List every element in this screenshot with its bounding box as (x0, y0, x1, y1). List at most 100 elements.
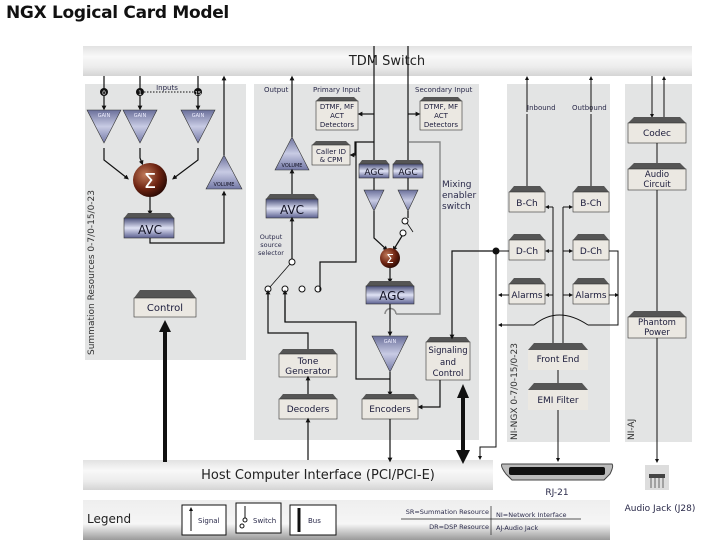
detectors-primary: DTMF, MF ACT Detectors (315, 97, 359, 131)
svg-text:Control: Control (433, 369, 464, 379)
svg-text:Signaling: Signaling (428, 346, 467, 356)
svg-text:Σ: Σ (386, 252, 394, 266)
svg-text:Σ: Σ (144, 169, 157, 193)
bch-outbound: B-Ch (572, 186, 610, 213)
svg-text:GAIN: GAIN (384, 339, 397, 345)
summation-side-label: Summation Resources 0-7/0-15/0-23 (87, 190, 97, 355)
legend-bar (83, 500, 610, 540)
output-label: Output (264, 86, 289, 94)
svg-text:source: source (260, 241, 282, 249)
summation-node: Σ (133, 163, 167, 197)
output-selector-switch (288, 258, 296, 266)
svg-text:Mixing: Mixing (442, 180, 472, 190)
control-block: Control (133, 290, 197, 318)
agc-primary: AGC (358, 160, 390, 179)
diagram-title: NGX Logical Card Model (6, 3, 229, 23)
mixing-switch-label: Mixing enabler switch (442, 180, 477, 212)
dsp-panel (254, 84, 479, 440)
avc-output-block: AVC (265, 194, 319, 219)
svg-text:Decoders: Decoders (287, 405, 330, 415)
emi-filter-block: EMI Filter (528, 383, 588, 410)
network-side-label: NI-NGX 0-7/0-15/0-23 (510, 343, 520, 440)
bch-inbound: B-Ch (508, 186, 546, 213)
rj21-label: RJ-21 (545, 488, 568, 498)
legend-signal: Signal (198, 517, 220, 525)
legend-sr: SR=Summation Resource (406, 508, 489, 516)
tdm-switch-bus (83, 46, 692, 76)
svg-text:ACT: ACT (434, 112, 449, 120)
volume-block: VOLUME (205, 154, 243, 190)
svg-text:DTMF, MF: DTMF, MF (320, 103, 354, 111)
svg-text:AGC: AGC (364, 168, 383, 178)
agc-mix-block: AGC (365, 281, 415, 305)
svg-text:D-Ch: D-Ch (516, 247, 538, 257)
svg-text:Alarms: Alarms (511, 291, 542, 301)
svg-text:Caller ID: Caller ID (316, 148, 346, 156)
input-1: 1 (138, 90, 142, 97)
svg-text:Output: Output (260, 233, 283, 241)
legend-ni: NI=Network Interface (496, 511, 567, 519)
host-interface-label: Host Computer Interface (PCI/PCI-E) (201, 468, 435, 483)
svg-text:enabler: enabler (442, 191, 477, 201)
inbound-label: Inbound (527, 104, 556, 112)
tone-generator-block: Tone Generator (278, 349, 338, 378)
legend-bus: Bus (308, 517, 321, 525)
audio-jack-connector (645, 465, 669, 490)
svg-text:Encoders: Encoders (369, 405, 411, 415)
svg-text:EMI Filter: EMI Filter (537, 396, 579, 406)
svg-text:Generator: Generator (285, 367, 331, 377)
svg-text:D-Ch: D-Ch (580, 247, 602, 257)
svg-text:AVC: AVC (280, 203, 304, 217)
dch-outbound: D-Ch (572, 234, 610, 261)
audio-panel (625, 84, 692, 442)
rj21-connector (501, 463, 614, 481)
svg-text:GAIN: GAIN (134, 113, 147, 119)
front-end-block: Front End (528, 343, 588, 370)
legend-title: Legend (87, 512, 131, 526)
svg-text:GAIN: GAIN (192, 113, 205, 119)
legend-dr: DR=DSP Resource (429, 523, 489, 531)
mixing-switch (401, 217, 409, 225)
gain-15: GAIN (180, 109, 216, 144)
svg-text:and: and (440, 358, 456, 368)
svg-text:B-Ch: B-Ch (516, 199, 537, 209)
detectors-secondary: DTMF, MF ACT Detectors (419, 97, 463, 131)
input-0: 0 (102, 90, 106, 97)
primary-input-label: Primary Input (313, 86, 361, 94)
svg-text:Detectors: Detectors (424, 121, 459, 129)
svg-text:Alarms: Alarms (575, 291, 606, 301)
svg-text:VOLUME: VOLUME (214, 182, 235, 188)
summation-dsp-node: Σ (380, 248, 400, 268)
svg-text:Circuit: Circuit (643, 180, 671, 190)
codec-block: Codec (627, 117, 687, 144)
svg-text:Front End: Front End (537, 355, 580, 365)
avc-block: AVC (123, 213, 175, 239)
svg-text:Power: Power (644, 328, 670, 338)
gain-encoder-block: GAIN (371, 335, 409, 373)
legend-aj: AJ-Audio Jack (496, 524, 538, 532)
tdm-switch-label: TDM Switch (348, 54, 425, 69)
svg-text:GAIN: GAIN (98, 113, 111, 119)
svg-text:Control: Control (147, 303, 183, 314)
output-selector-label: Output source selector (258, 233, 284, 257)
inputs-label: Inputs (156, 84, 178, 92)
svg-text:AVC: AVC (138, 223, 162, 237)
svg-text:Codec: Codec (643, 129, 671, 139)
svg-text:AGC: AGC (379, 289, 405, 303)
audio-circuit-block: Audio Circuit (627, 163, 687, 191)
svg-text:Tone: Tone (297, 357, 319, 367)
outbound-label: Outbound (572, 104, 607, 112)
gain-1: GAIN (122, 109, 158, 144)
decoders-block: Decoders (278, 394, 338, 420)
gain-primary (363, 189, 385, 212)
audio-jack-label: Audio Jack (J28) (625, 504, 696, 514)
caller-id-block: Caller ID & CPM (311, 141, 351, 166)
svg-text:ACT: ACT (330, 112, 345, 120)
legend-switch: Switch (253, 517, 276, 525)
host-interface-bus (83, 460, 493, 490)
gain-0: GAIN (86, 109, 122, 144)
signaling-control-block: Signaling and Control (425, 337, 471, 381)
svg-text:VOLUME: VOLUME (282, 163, 303, 169)
svg-text:AGC: AGC (398, 168, 417, 178)
